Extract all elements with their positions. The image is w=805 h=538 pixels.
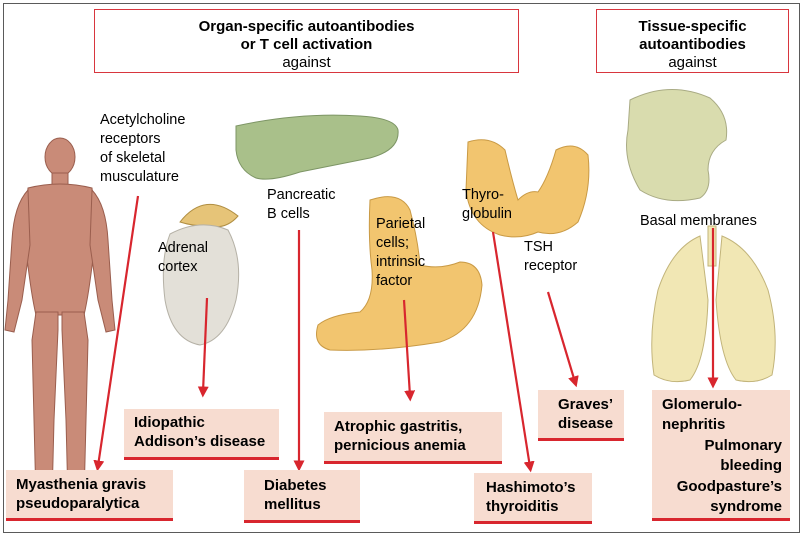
human-muscle-figure (5, 138, 115, 500)
kidney-organ (627, 89, 727, 200)
organ-header-line3: against (95, 54, 518, 72)
label-basal-membranes: Basal membranes (640, 212, 757, 231)
organ-header-line2: or T cell activation (95, 36, 518, 54)
organ-specific-header: Organ-specific autoantibodies or T cell … (94, 9, 519, 73)
underline-bar (538, 438, 624, 441)
label-tsh-receptor: TSH receptor (524, 238, 577, 276)
underline-bar (474, 521, 592, 524)
disease-goodpasture: Glomerulo- nephritis Pulmonary bleeding … (652, 390, 790, 518)
organ-header-line1: Organ-specific autoantibodies (95, 18, 518, 36)
tissue-header-line1: Tissue-specific (597, 18, 788, 36)
tissue-header-line3: against (597, 54, 788, 72)
disease-diabetes-mellitus: Diabetes mellitus (244, 470, 360, 520)
pancreas-organ (236, 115, 398, 179)
disease-atrophic-gastritis: Atrophic gastritis, pernicious anemia (324, 412, 502, 461)
disease-addisons: Idiopathic Addison’s disease (124, 409, 279, 457)
disease-graves: Graves’ disease (538, 390, 624, 438)
underline-bar (652, 518, 790, 521)
label-pancreatic-b-cells: Pancreatic B cells (267, 186, 336, 224)
disease-myasthenia-gravis: Myasthenia gravis pseudoparalytica (6, 470, 173, 518)
label-acetylcholine-receptors: Acetylcholine receptors of skeletal musc… (100, 111, 185, 187)
tissue-header-line2: autoantibodies (597, 36, 788, 54)
underline-bar (244, 520, 360, 523)
label-adrenal-cortex: Adrenal cortex (158, 239, 208, 277)
tissue-specific-header: Tissue-specific autoantibodies against (596, 9, 789, 73)
underline-bar (124, 457, 279, 460)
label-parietal-cells: Parietal cells; intrinsic factor (376, 215, 425, 291)
label-thyroglobulin: Thyro- globulin (462, 186, 512, 224)
underline-bar (6, 518, 173, 521)
underline-bar (324, 461, 502, 464)
disease-hashimoto: Hashimoto’s thyroiditis (474, 473, 592, 521)
